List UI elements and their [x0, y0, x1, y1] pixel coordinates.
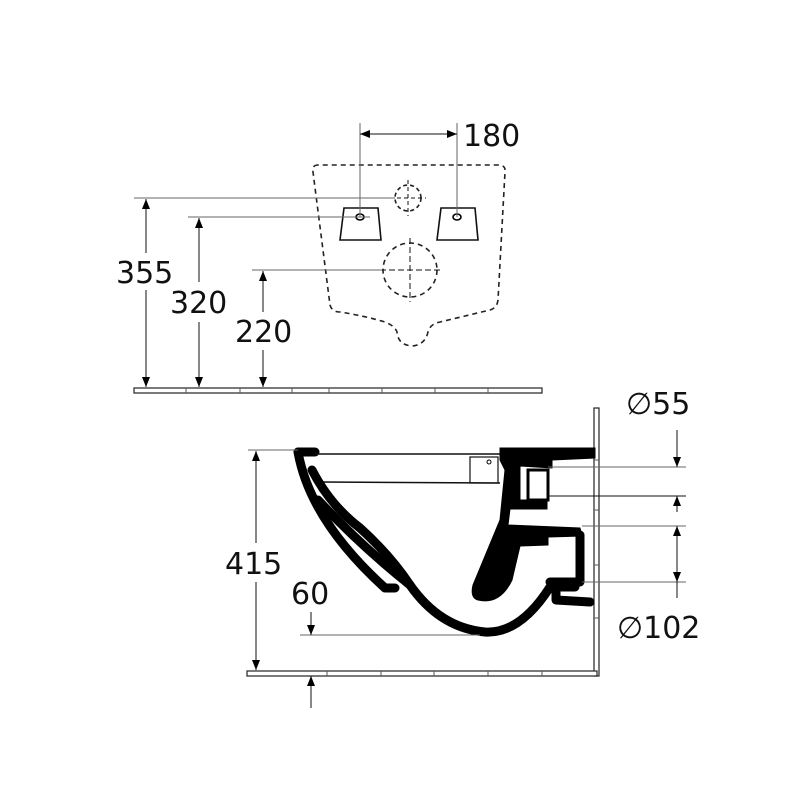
dimension-height-320: 320 — [170, 218, 227, 387]
side-floor-line — [246, 670, 598, 677]
rear-floor-line — [133, 387, 543, 394]
height-220-label: 220 — [235, 315, 292, 350]
total-height-label: 415 — [225, 547, 282, 582]
dimension-total-height: 415 — [225, 451, 282, 670]
toilet-profile — [293, 447, 596, 637]
dimension-inlet-diameter: ∅55 — [626, 387, 690, 512]
dimension-bolt-spacing: 180 — [360, 119, 520, 154]
rear-view: 180 355 320 220 — [116, 119, 543, 394]
top-hole — [390, 180, 426, 216]
dimension-outlet-diameter: ∅102 — [617, 526, 700, 646]
side-view: ∅55 ∅102 415 60 — [225, 387, 700, 708]
dimension-clearance: 60 — [291, 577, 329, 708]
dimension-height-355: 355 — [116, 199, 173, 387]
dimension-height-220: 220 — [235, 271, 292, 387]
outlet-circle — [380, 238, 440, 302]
clearance-label: 60 — [291, 577, 329, 612]
rear-outline — [312, 164, 506, 347]
bolt-spacing-label: 180 — [463, 119, 520, 154]
height-320-label: 320 — [170, 286, 227, 321]
inlet-diameter-label: ∅55 — [626, 387, 690, 422]
outlet-diameter-label: ∅102 — [617, 611, 700, 646]
height-355-label: 355 — [116, 256, 173, 291]
